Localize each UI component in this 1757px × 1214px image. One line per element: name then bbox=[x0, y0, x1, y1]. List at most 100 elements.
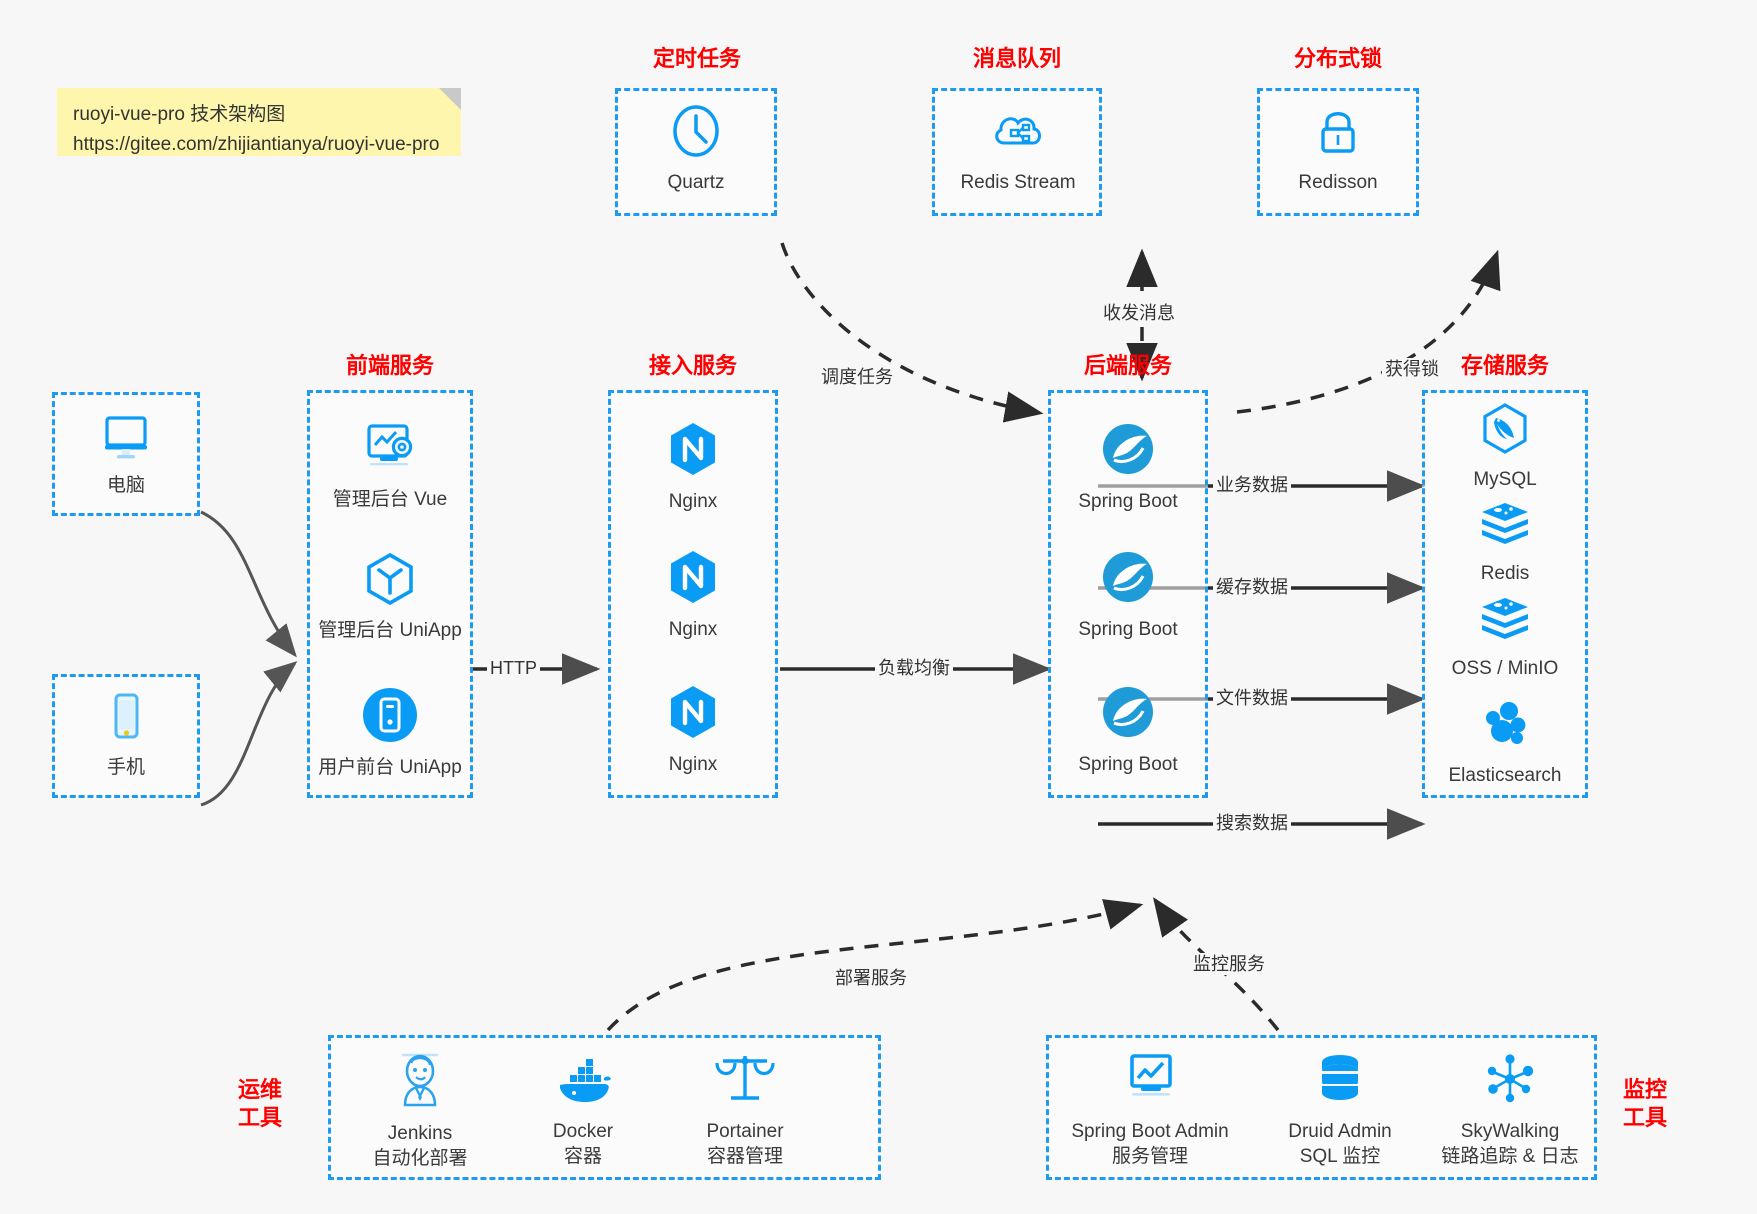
node-label: Nginx bbox=[668, 491, 718, 512]
node-mysql[interactable]: MySQL bbox=[1426, 402, 1584, 492]
redis-stack-icon bbox=[1426, 500, 1584, 557]
caption-gateway: 接入服务 bbox=[648, 353, 737, 378]
edge-label-monitor: 监控服务 bbox=[1190, 953, 1268, 975]
redis-stack-icon bbox=[1426, 595, 1584, 652]
cloud-network-icon bbox=[940, 103, 1096, 166]
caption-line-1: 运维 bbox=[237, 1077, 282, 1102]
edge-label-deploy: 部署服务 bbox=[832, 967, 910, 989]
node-label: Elasticsearch bbox=[1448, 765, 1562, 786]
caption-distributed-lock: 分布式锁 bbox=[1293, 46, 1382, 71]
smartphone-icon bbox=[58, 690, 194, 751]
group-box-monitor bbox=[1046, 1035, 1597, 1180]
node-spring-boot-3[interactable]: Spring Boot bbox=[1052, 683, 1204, 777]
mysql-dolphin-icon bbox=[1426, 402, 1584, 463]
node-spring-boot-2[interactable]: Spring Boot bbox=[1052, 548, 1204, 642]
nginx-icon bbox=[616, 420, 770, 485]
node-sublabel: SQL 监控 bbox=[1299, 1146, 1381, 1167]
node-label: Spring Boot bbox=[1078, 754, 1178, 775]
node-pc[interactable]: 电脑 bbox=[58, 412, 194, 498]
node-label: Redisson bbox=[1298, 172, 1378, 193]
node-label: Redis bbox=[1480, 563, 1530, 584]
edge-label-loadbalance: 负载均衡 bbox=[875, 657, 953, 679]
group-box-message-queue bbox=[932, 88, 1102, 216]
elasticsearch-icon bbox=[1426, 698, 1584, 759]
node-label: OSS / MinIO bbox=[1451, 658, 1559, 679]
node-nginx-2[interactable]: Nginx bbox=[616, 548, 770, 642]
edge-label-cache-data: 缓存数据 bbox=[1213, 576, 1291, 598]
node-label: Portainer bbox=[706, 1121, 784, 1142]
diagram-note: ruoyi-vue-pro 技术架构图 https://gitee.com/zh… bbox=[57, 88, 461, 156]
node-redisson[interactable]: Redisson bbox=[1262, 103, 1414, 195]
node-label: Spring Boot bbox=[1078, 491, 1178, 512]
node-skywalking[interactable]: SkyWalking 链路追踪 & 日志 bbox=[1420, 1050, 1600, 1169]
node-label: SkyWalking bbox=[1460, 1121, 1560, 1142]
node-label: Redis Stream bbox=[960, 172, 1076, 193]
node-label: 管理后台 Vue bbox=[332, 489, 448, 510]
node-portainer[interactable]: Portainer 容器管理 bbox=[665, 1050, 825, 1169]
node-sublabel: 自动化部署 bbox=[372, 1148, 468, 1169]
node-label: Spring Boot Admin bbox=[1071, 1121, 1229, 1142]
node-sublabel: 容器 bbox=[563, 1146, 602, 1167]
caption-devops-tools: 运维 工具 bbox=[232, 1076, 288, 1132]
node-spring-boot-admin[interactable]: Spring Boot Admin 服务管理 bbox=[1058, 1050, 1242, 1169]
node-label: Spring Boot bbox=[1078, 619, 1178, 640]
lock-icon bbox=[1262, 103, 1414, 166]
node-label: Druid Admin bbox=[1288, 1121, 1392, 1142]
note-line-url: https://gitee.com/zhijiantianya/ruoyi-vu… bbox=[73, 134, 440, 155]
nginx-icon bbox=[616, 548, 770, 613]
monitor-chart-icon bbox=[1058, 1050, 1242, 1115]
note-line-title: ruoyi-vue-pro 技术架构图 bbox=[73, 104, 286, 125]
node-label: Jenkins bbox=[387, 1123, 453, 1144]
node-admin-vue[interactable]: 管理后台 Vue bbox=[312, 420, 468, 512]
node-nginx-1[interactable]: Nginx bbox=[616, 420, 770, 514]
node-sublabel: 容器管理 bbox=[706, 1146, 783, 1167]
clock-icon bbox=[620, 103, 772, 166]
spring-leaf-icon bbox=[1052, 548, 1204, 613]
node-elasticsearch[interactable]: Elasticsearch bbox=[1426, 698, 1584, 788]
dashboard-gear-icon bbox=[312, 420, 468, 483]
caption-scheduled-task: 定时任务 bbox=[652, 46, 741, 71]
node-sublabel: 链路追踪 & 日志 bbox=[1441, 1146, 1579, 1167]
node-label: 用户前台 UniApp bbox=[318, 757, 462, 778]
mobile-circle-icon bbox=[312, 686, 468, 751]
edge-label-file-data: 文件数据 bbox=[1213, 687, 1291, 709]
caption-backend: 后端服务 bbox=[1083, 353, 1172, 378]
node-spring-boot-1[interactable]: Spring Boot bbox=[1052, 420, 1204, 514]
node-oss-minio[interactable]: OSS / MinIO bbox=[1426, 595, 1584, 681]
skywalking-node-icon bbox=[1420, 1050, 1600, 1115]
node-redis-stream[interactable]: Redis Stream bbox=[940, 103, 1096, 195]
note-fold-corner bbox=[439, 88, 461, 110]
docker-whale-icon bbox=[503, 1050, 663, 1115]
caption-monitor-tools: 监控 工具 bbox=[1617, 1076, 1673, 1132]
node-jenkins[interactable]: Jenkins 自动化部署 bbox=[340, 1050, 500, 1171]
desktop-monitor-icon bbox=[58, 412, 194, 469]
node-redis[interactable]: Redis bbox=[1426, 500, 1584, 586]
caption-storage: 存储服务 bbox=[1460, 353, 1549, 378]
edge-label-message: 收发消息 bbox=[1100, 302, 1178, 324]
edge-label-lock: 获得锁 bbox=[1382, 358, 1442, 380]
node-sublabel: 服务管理 bbox=[1111, 1146, 1188, 1167]
node-user-uniapp[interactable]: 用户前台 UniApp bbox=[312, 686, 468, 780]
spring-leaf-icon bbox=[1052, 683, 1204, 748]
node-label: Nginx bbox=[668, 619, 718, 640]
node-docker[interactable]: Docker 容器 bbox=[503, 1050, 663, 1169]
caption-line-1: 监控 bbox=[1622, 1077, 1667, 1102]
node-label: 手机 bbox=[106, 757, 145, 778]
spring-leaf-icon bbox=[1052, 420, 1204, 485]
node-mobile[interactable]: 手机 bbox=[58, 690, 194, 780]
node-label: Nginx bbox=[668, 754, 718, 775]
edge-label-schedule: 调度任务 bbox=[818, 366, 896, 388]
uniapp-cube-icon bbox=[312, 551, 468, 614]
caption-frontend: 前端服务 bbox=[345, 353, 434, 378]
caption-line-2: 工具 bbox=[237, 1105, 282, 1130]
group-box-scheduled-task bbox=[615, 88, 777, 216]
node-label: 管理后台 UniApp bbox=[318, 620, 462, 641]
caption-message-queue: 消息队列 bbox=[972, 46, 1061, 71]
node-nginx-3[interactable]: Nginx bbox=[616, 683, 770, 777]
node-quartz[interactable]: Quartz bbox=[620, 103, 772, 195]
jenkins-butler-icon bbox=[340, 1050, 500, 1117]
node-label: MySQL bbox=[1473, 469, 1537, 490]
database-icon bbox=[1260, 1050, 1420, 1115]
node-admin-uniapp[interactable]: 管理后台 UniApp bbox=[312, 551, 468, 643]
node-druid-admin[interactable]: Druid Admin SQL 监控 bbox=[1260, 1050, 1420, 1169]
